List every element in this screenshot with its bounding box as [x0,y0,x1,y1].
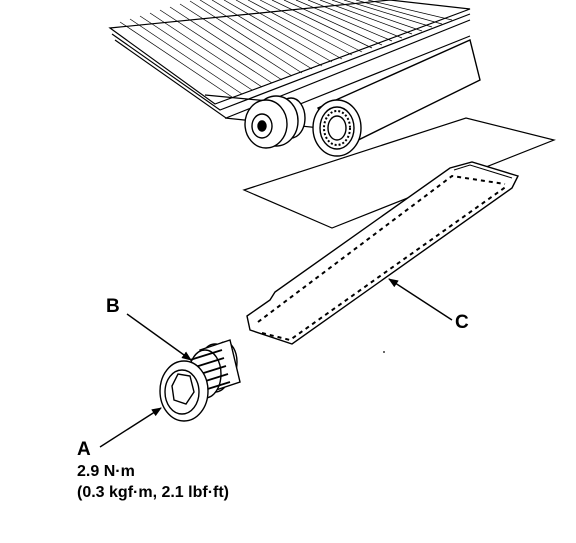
leader-c [388,278,453,321]
callout-c-label: C [455,312,469,333]
leader-a [99,407,162,448]
callout-b-label: B [106,296,120,317]
reference-plane [242,117,556,229]
speck-dot [383,351,385,353]
torque-spec-secondary: (0.3 kgf·m, 2.1 lbf·ft) [77,484,230,501]
desiccant-bag [246,161,519,345]
filter-cap-assembly [159,339,241,422]
callout-a-label: A [77,439,91,460]
torque-spec-primary: 2.9 N·m [77,463,135,480]
inlet-fitting [244,95,306,149]
receiver-tank [312,39,481,157]
leader-b [126,313,192,361]
